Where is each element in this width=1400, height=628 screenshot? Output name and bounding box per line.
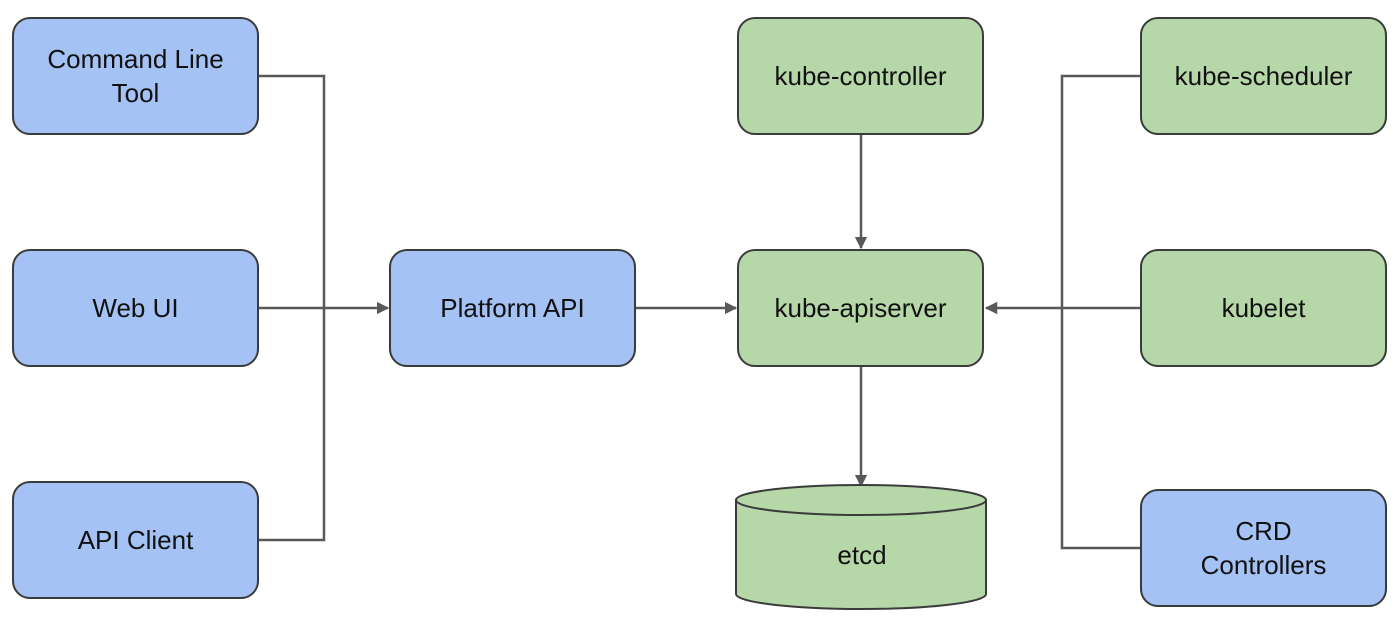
api-client-node: API Client — [12, 481, 259, 599]
etcd-label: etcd — [837, 539, 887, 570]
etcd-cylinder — [735, 484, 987, 610]
connector-crd-controllers — [1060, 308, 1140, 550]
crd-controllers-node: CRD Controllers — [1140, 489, 1387, 607]
platform-api-node: Platform API — [389, 249, 636, 367]
connector-api-client — [259, 308, 326, 542]
connector-command-line-tool — [259, 74, 326, 308]
command-line-tool-node: Command Line Tool — [12, 17, 259, 135]
kube-controller-node: kube-controller — [737, 17, 984, 135]
kubelet-node: kubelet — [1140, 249, 1387, 367]
web-ui-node: Web UI — [12, 249, 259, 367]
kube-apiserver-node: kube-apiserver — [737, 249, 984, 367]
connector-kube-scheduler — [1060, 74, 1140, 308]
kube-scheduler-node: kube-scheduler — [1140, 17, 1387, 135]
